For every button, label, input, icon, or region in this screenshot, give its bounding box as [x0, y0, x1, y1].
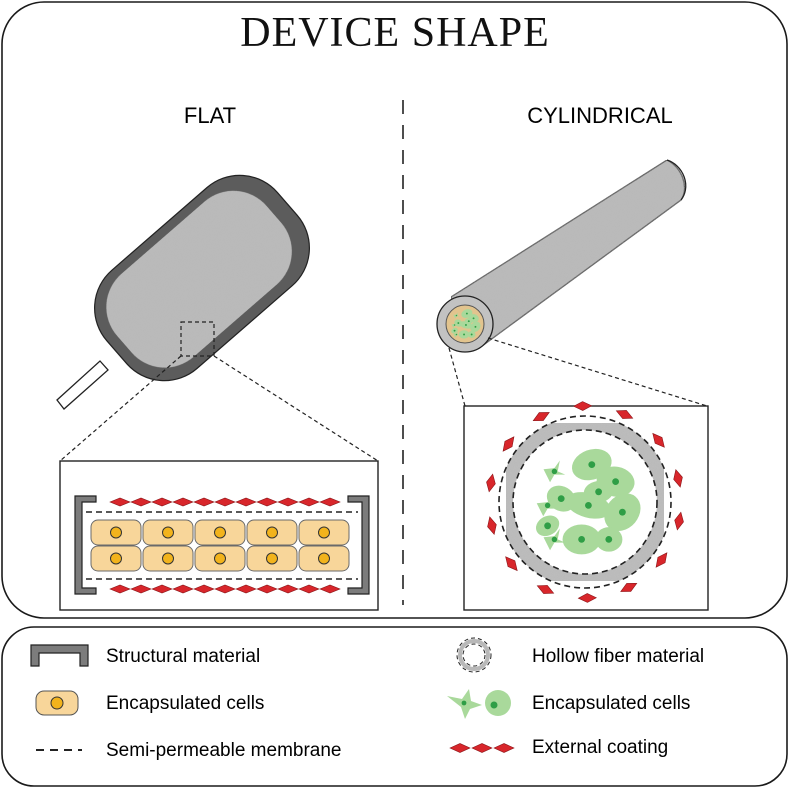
- coating-diamond: [577, 593, 598, 603]
- coating-diamond: [235, 497, 257, 507]
- green-cell-nucleus: [595, 488, 602, 496]
- cell-nucleus: [110, 552, 122, 565]
- coating-diamond: [130, 497, 152, 507]
- legend-label-coating: External coating: [532, 737, 668, 758]
- cylindrical-column-title: CYLINDRICAL: [527, 103, 672, 128]
- coating-diamond: [615, 410, 634, 419]
- coating-diamond: [298, 497, 320, 507]
- green-cell-nucleus: [453, 324, 456, 326]
- green-cell-nucleus: [585, 502, 592, 509]
- flat-device: [56, 174, 310, 410]
- coating-diamond: [673, 468, 683, 488]
- green-cell-nucleus: [453, 329, 456, 332]
- green-cell-nucleus: [544, 502, 551, 509]
- coating-diamond: [172, 584, 194, 594]
- green-cell-nucleus: [551, 536, 558, 543]
- coating-diamond: [214, 584, 236, 594]
- cylindrical-device: [436, 159, 687, 353]
- coating-diamond: [277, 584, 299, 594]
- green-cell-nucleus: [551, 468, 558, 475]
- coating-diamond: [193, 497, 215, 507]
- coating-diamond: [319, 497, 341, 507]
- coating-diamond: [620, 583, 638, 592]
- cell-nucleus: [266, 552, 278, 565]
- green-cell-nucleus: [463, 333, 465, 336]
- coating-diamond: [109, 584, 131, 594]
- coating-diamond: [130, 584, 152, 594]
- cell-nucleus: [318, 526, 330, 539]
- green-cell-nucleus: [465, 324, 467, 326]
- coating-diamond: [674, 511, 684, 531]
- cell-nucleus: [162, 552, 174, 565]
- cell-nucleus: [110, 526, 122, 539]
- coating-diamond: [486, 473, 496, 493]
- coating-diamond: [172, 497, 194, 507]
- cylindrical-cross-section-inset: [463, 401, 709, 611]
- green-cell-nucleus: [605, 536, 613, 543]
- green-cell-nucleus: [578, 536, 585, 543]
- legend-label-cyl-cells: Encapsulated cells: [532, 693, 690, 714]
- encapsulated-cell-icon: [35, 690, 79, 716]
- coating-diamond: [193, 584, 215, 594]
- hollow-fiber-icon: [456, 637, 492, 673]
- coating-diamond: [214, 497, 236, 507]
- coating-diamond: [151, 497, 173, 507]
- legend-label-hollow-fiber: Hollow fiber material: [532, 646, 704, 667]
- legend-label-structural: Structural material: [106, 646, 260, 667]
- green-cell-nucleus: [467, 320, 470, 323]
- coating-diamond: [652, 432, 665, 448]
- green-cell-nucleus: [474, 325, 477, 328]
- flat-column-title: FLAT: [184, 103, 236, 128]
- red-diamond-coating-icon: [449, 743, 515, 753]
- green-cell-nucleus: [619, 508, 626, 516]
- coating-diamond: [505, 556, 518, 572]
- coating-diamond: [277, 497, 299, 507]
- coating-diamond: [256, 497, 278, 507]
- coating-diamond: [319, 584, 341, 594]
- coating-diamond: [532, 412, 550, 421]
- green-cell-nucleus: [472, 317, 475, 320]
- cell-nucleus: [214, 552, 226, 565]
- structural-material-icon: [30, 644, 89, 667]
- cell-nucleus: [214, 526, 226, 539]
- legend-label-membrane: Semi-permeable membrane: [106, 740, 342, 761]
- green-cells-icon: [447, 689, 511, 719]
- legend-panel: [1, 626, 788, 787]
- coating-diamond: [298, 584, 320, 594]
- cell-nucleus: [162, 526, 174, 539]
- green-cell-nucleus: [457, 322, 460, 324]
- cell-nucleus: [318, 552, 330, 565]
- coating-diamond: [655, 552, 668, 568]
- figure-title: DEVICE SHAPE: [240, 10, 550, 56]
- green-cell-nucleus: [455, 314, 458, 317]
- coating-diamond: [536, 585, 555, 594]
- green-cell-nucleus: [465, 312, 468, 315]
- coating-diamond: [493, 743, 515, 753]
- coating-diamond: [449, 743, 471, 753]
- green-cell-nucleus: [557, 495, 565, 502]
- green-cell-nucleus: [612, 478, 619, 485]
- coating-diamond: [235, 584, 257, 594]
- coating-diamond: [487, 516, 497, 536]
- coating-diamond: [572, 401, 593, 411]
- coating-diamond: [151, 584, 173, 594]
- green-cell-nucleus: [588, 461, 596, 468]
- coating-diamond: [256, 584, 278, 594]
- cell-nucleus: [266, 526, 278, 539]
- flat-cross-section-inset: [59, 460, 379, 611]
- green-cell-nucleus: [455, 333, 458, 336]
- coating-diamond: [109, 497, 131, 507]
- green-cell-nucleus: [470, 333, 473, 336]
- green-cell-nucleus: [544, 522, 551, 530]
- coating-diamond: [502, 436, 515, 452]
- coating-diamond: [471, 743, 493, 753]
- legend-label-flat-cells: Encapsulated cells: [106, 693, 264, 714]
